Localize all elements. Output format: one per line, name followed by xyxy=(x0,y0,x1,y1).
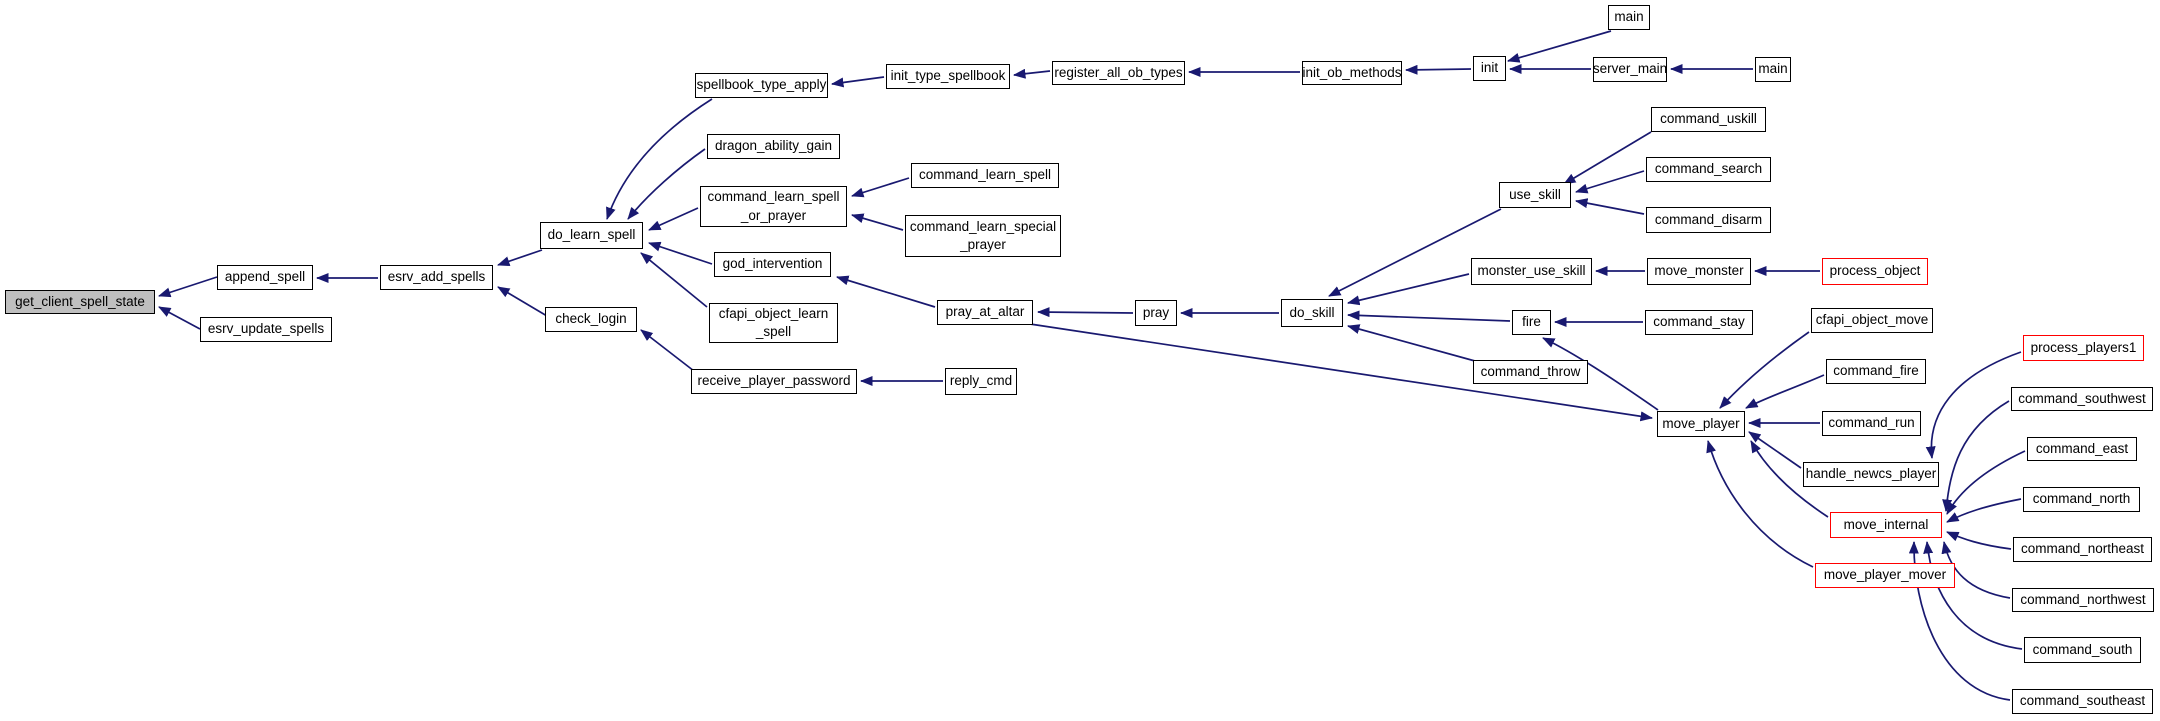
node-monster_use_skill[interactable]: monster_use_skill xyxy=(1471,258,1592,285)
node-move_player_mover[interactable]: move_player_mover xyxy=(1815,563,1955,588)
node-init[interactable]: init xyxy=(1473,56,1506,81)
node-register_all_ob_types[interactable]: register_all_ob_types xyxy=(1052,61,1185,85)
edge-command_north-move_internal xyxy=(1946,498,2022,523)
node-main-right[interactable]: main xyxy=(1755,57,1791,82)
edge-cfapi_object_move-move_player xyxy=(1719,331,1810,409)
edge-command_learn_spell_or_prayer-do_learn_spell xyxy=(648,207,699,231)
node-command_disarm[interactable]: command_disarm xyxy=(1646,207,1771,233)
node-command_learn_spell_or_prayer[interactable]: command_learn_spell _or_prayer xyxy=(700,186,847,227)
node-move_player[interactable]: move_player xyxy=(1657,411,1745,437)
node-handle_newcs_player[interactable]: handle_newcs_player xyxy=(1803,462,1939,487)
node-get_client_spell_state: get_client_spell_state xyxy=(5,290,155,314)
node-command_stay[interactable]: command_stay xyxy=(1645,310,1753,335)
edge-command_learn_spell-command_learn_spell_or_prayer xyxy=(851,177,910,198)
edge-command_southwest-move_internal xyxy=(1942,400,2010,512)
node-move_internal[interactable]: move_internal xyxy=(1830,512,1942,538)
node-esrv_add_spells[interactable]: esrv_add_spells xyxy=(380,265,493,290)
edge-fire-do_skill xyxy=(1347,310,1511,322)
node-process_players1[interactable]: process_players1 xyxy=(2023,335,2144,361)
node-fire[interactable]: fire xyxy=(1512,310,1551,335)
edge-init_type_spellbook-spellbook_type_apply xyxy=(831,76,885,88)
node-reply_cmd[interactable]: reply_cmd xyxy=(945,368,1017,395)
node-append_spell[interactable]: append_spell xyxy=(217,265,313,290)
node-init_ob_methods[interactable]: init_ob_methods xyxy=(1302,61,1402,85)
node-command_northwest[interactable]: command_northwest xyxy=(2012,588,2154,612)
edge-command_northeast-move_internal xyxy=(1946,531,2012,550)
edge-receive_player_password-check_login xyxy=(640,329,695,372)
node-do_skill[interactable]: do_skill xyxy=(1281,299,1343,327)
node-command_learn_special_prayer[interactable]: command_learn_special _prayer xyxy=(905,215,1061,257)
node-command_north[interactable]: command_north xyxy=(2023,487,2140,512)
node-use_skill[interactable]: use_skill xyxy=(1499,182,1571,208)
node-command_learn_spell[interactable]: command_learn_spell xyxy=(911,163,1059,188)
node-do_learn_spell[interactable]: do_learn_spell xyxy=(540,222,643,249)
node-command_south[interactable]: command_south xyxy=(2024,637,2141,663)
node-move_monster[interactable]: move_monster xyxy=(1647,258,1751,285)
edge-command_search-use_skill xyxy=(1575,170,1645,194)
node-command_uskill[interactable]: command_uskill xyxy=(1651,107,1766,132)
node-process_object[interactable]: process_object xyxy=(1822,258,1928,285)
node-command_southwest[interactable]: command_southwest xyxy=(2011,387,2153,411)
edge-command_south-move_internal xyxy=(1923,541,2023,650)
node-god_intervention[interactable]: god_intervention xyxy=(714,252,831,277)
node-dragon_ability_gain[interactable]: dragon_ability_gain xyxy=(707,134,840,159)
node-command_northeast[interactable]: command_northeast xyxy=(2013,537,2152,562)
edge-handle_newcs_player-move_player xyxy=(1748,431,1802,469)
edge-command_fire-move_player xyxy=(1745,374,1825,409)
edge-command_throw-do_skill xyxy=(1347,324,1476,362)
node-command_east[interactable]: command_east xyxy=(2027,437,2137,461)
node-esrv_update_spells[interactable]: esrv_update_spells xyxy=(200,317,332,342)
node-server_main[interactable]: server_main xyxy=(1593,57,1667,82)
edge-append_spell-get_client_spell_state xyxy=(158,276,218,298)
node-command_fire[interactable]: command_fire xyxy=(1826,359,1926,384)
edge-god_intervention-do_learn_spell xyxy=(648,241,713,265)
node-command_search[interactable]: command_search xyxy=(1646,157,1771,182)
node-cfapi_object_learn_spell[interactable]: cfapi_object_learn _spell xyxy=(709,303,838,343)
edge-check_login-esrv_add_spells xyxy=(497,286,548,317)
node-receive_player_password[interactable]: receive_player_password xyxy=(691,369,857,394)
edge-command_uskill-use_skill xyxy=(1563,131,1652,185)
edge-spellbook_type_apply-do_learn_spell xyxy=(606,98,713,220)
node-pray[interactable]: pray xyxy=(1135,300,1177,326)
edge-command_disarm-use_skill xyxy=(1575,198,1645,215)
edge-process_players1-handle_newcs_player xyxy=(1925,351,2022,459)
edge-monster_use_skill-do_skill xyxy=(1347,273,1470,306)
node-cfapi_object_move[interactable]: cfapi_object_move xyxy=(1811,308,1933,333)
edge-cfapi_object_learn_spell-do_learn_spell xyxy=(640,252,708,308)
node-check_login[interactable]: check_login xyxy=(545,307,637,332)
edge-do_learn_spell-esrv_add_spells xyxy=(497,249,543,267)
edge-pray-pray_at_altar xyxy=(1037,307,1134,318)
node-spellbook_type_apply[interactable]: spellbook_type_apply xyxy=(695,73,828,98)
edge-init-init_ob_methods xyxy=(1405,64,1472,75)
edge-move_player_mover-move_player xyxy=(1706,440,1814,568)
node-command_run[interactable]: command_run xyxy=(1822,411,1921,436)
edge-command_learn_special_prayer-command_learn_spell_or_prayer xyxy=(851,213,904,231)
edge-pray_at_altar-god_intervention xyxy=(836,275,936,308)
node-pray_at_altar[interactable]: pray_at_altar xyxy=(937,300,1033,325)
edge-register_all_ob_types-init_type_spellbook xyxy=(1013,68,1051,79)
node-command_southeast[interactable]: command_southeast xyxy=(2012,689,2153,714)
node-command_throw[interactable]: command_throw xyxy=(1473,360,1588,384)
edge-command_east-move_internal xyxy=(1946,450,2026,515)
edge-esrv_update_spells-get_client_spell_state xyxy=(158,306,201,330)
node-init_type_spellbook[interactable]: init_type_spellbook xyxy=(886,64,1010,89)
edge-dragon_ability_gain-do_learn_spell xyxy=(627,148,706,220)
node-main-top[interactable]: main xyxy=(1608,5,1650,30)
